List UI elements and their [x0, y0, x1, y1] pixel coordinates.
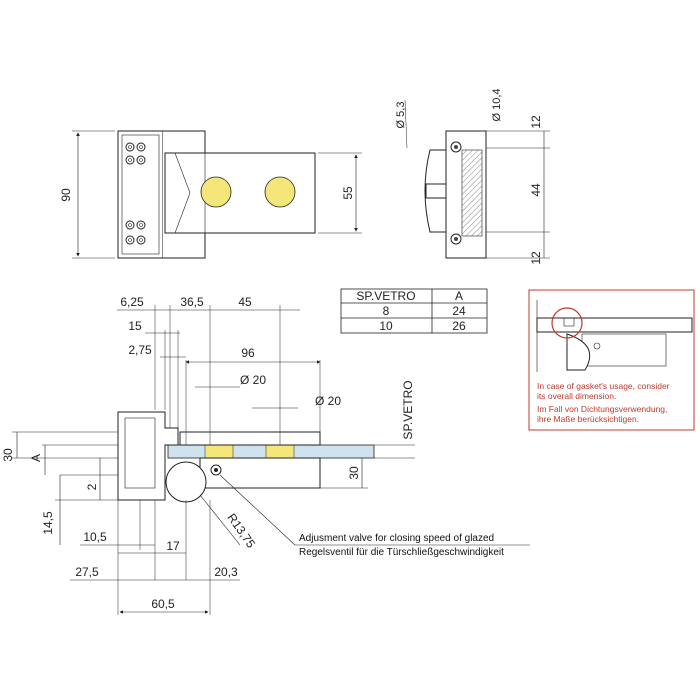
- dim-hole-large: Ø 10,4: [491, 88, 503, 121]
- dim-96: 96: [241, 346, 255, 360]
- dim-17: 17: [166, 539, 180, 553]
- pivot-circle: [165, 461, 207, 503]
- table-header-a: A: [455, 289, 463, 303]
- table-cell: 8: [383, 304, 390, 318]
- glass-pad-right: [264, 176, 296, 208]
- table-cell: 10: [379, 319, 393, 333]
- valve-note-de: Regelsventil für die Türschließgeschwind…: [299, 547, 504, 558]
- detail-note-en-1: In case of gasket's usage, consider: [537, 381, 670, 391]
- dim-15: 15: [128, 319, 142, 333]
- dim-2: 2: [85, 483, 99, 490]
- top-view-leaf: [164, 152, 316, 234]
- detail-circle: [551, 307, 583, 339]
- dim-hole-small: Ø 5,3: [395, 102, 407, 129]
- dim-inner: 55: [341, 186, 355, 200]
- dim-145: 14,5: [41, 511, 55, 535]
- dim-height: 90: [59, 188, 73, 202]
- dim-bottom: 12: [529, 251, 543, 265]
- dim-30-left: 30: [1, 448, 15, 462]
- dim-203: 20,3: [214, 565, 238, 579]
- dim-a: A: [29, 454, 43, 462]
- table-cell: 24: [452, 304, 466, 318]
- front-view: 6,25 36,5 45 15 2,75 96 Ø 20 Ø 20 SP.VET…: [1, 295, 530, 615]
- dim-275: 2,75: [128, 343, 152, 357]
- dim-275b: 27,5: [75, 565, 99, 579]
- side-view: Ø 5,3 Ø 10,4 12 44 12: [395, 88, 550, 265]
- frame-body: [117, 411, 179, 501]
- radius-label: R13,75: [224, 511, 258, 551]
- table-cell: 26: [452, 319, 466, 333]
- top-view-inner: [121, 134, 160, 255]
- dim-45: 45: [238, 295, 252, 309]
- dim-105: 10,5: [83, 530, 107, 544]
- glass-table: SP.VETRO A 8 24 10 26: [340, 288, 488, 334]
- dim-605: 60,5: [151, 597, 175, 611]
- dia-20-a: Ø 20: [240, 373, 266, 387]
- valve-note-en: Adjusment valve for closing speed of gla…: [299, 533, 494, 544]
- screw-holes-left: [125, 142, 146, 245]
- dim-365: 36,5: [180, 295, 204, 309]
- dim-top: 12: [529, 115, 543, 129]
- detail-note-de-1: Im Fall von Dichtungsverwendung,: [537, 404, 667, 414]
- dim-mid: 44: [529, 183, 543, 197]
- glass-pad-left: [200, 176, 232, 208]
- dim-625: 6,25: [120, 295, 144, 309]
- side-view-section: [461, 149, 483, 237]
- table-header-glass: SP.VETRO: [356, 289, 415, 303]
- dim-30-right: 30: [347, 466, 361, 480]
- detail-note-en-2: its overall dimension.: [537, 391, 616, 401]
- glass-label: SP.VETRO: [401, 380, 415, 439]
- top-view: 90 55: [59, 130, 362, 259]
- detail-note-de-2: ihre Maße berücksichtigen.: [537, 414, 639, 424]
- gasket-detail: In case of gasket's usage, consider its …: [528, 289, 695, 431]
- dia-20-b: Ø 20: [315, 394, 341, 408]
